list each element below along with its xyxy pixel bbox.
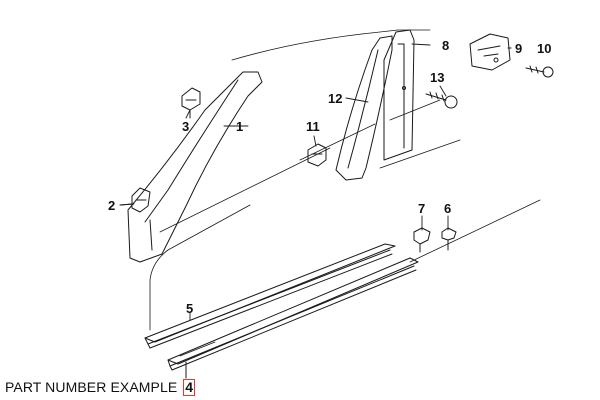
screw-part-13 <box>402 86 458 109</box>
highlighted-part-number: 4 <box>183 379 196 396</box>
clip-part-2 <box>119 187 151 213</box>
part-number-example-caption: PART NUMBER EXAMPLE 4 <box>5 379 196 396</box>
label-part-13: 13 <box>430 70 444 85</box>
label-part-6: 6 <box>444 201 451 216</box>
part-number-labels: 1 2 3 5 6 7 8 9 10 11 12 13 <box>108 38 551 316</box>
sill-strip-upper <box>144 243 396 349</box>
leader-lines <box>119 43 512 321</box>
label-part-9: 9 <box>515 41 522 56</box>
a-pillar-trim <box>127 71 263 263</box>
label-part-8: 8 <box>442 38 449 53</box>
clip-part-3 <box>181 87 201 119</box>
b-pillar-outer-trim <box>383 29 415 161</box>
bracket-part-9 <box>469 33 511 71</box>
label-part-12: 12 <box>328 91 342 106</box>
label-part-10: 10 <box>537 41 551 56</box>
clip-part-7 <box>413 227 431 253</box>
screw-part-10 <box>525 65 554 78</box>
b-pillar-inner-trim <box>335 35 393 181</box>
caption-text: PART NUMBER EXAMPLE <box>5 379 178 395</box>
label-part-11: 11 <box>306 119 320 134</box>
label-part-5: 5 <box>186 301 193 316</box>
door-frame-outline <box>149 29 541 357</box>
sill-strip-lower <box>167 257 419 379</box>
clip-part-6 <box>441 227 457 251</box>
label-part-1: 1 <box>236 119 243 134</box>
clip-part-11 <box>307 143 327 167</box>
label-part-2: 2 <box>108 198 115 213</box>
label-part-3: 3 <box>182 119 189 134</box>
label-part-7: 7 <box>418 201 425 216</box>
